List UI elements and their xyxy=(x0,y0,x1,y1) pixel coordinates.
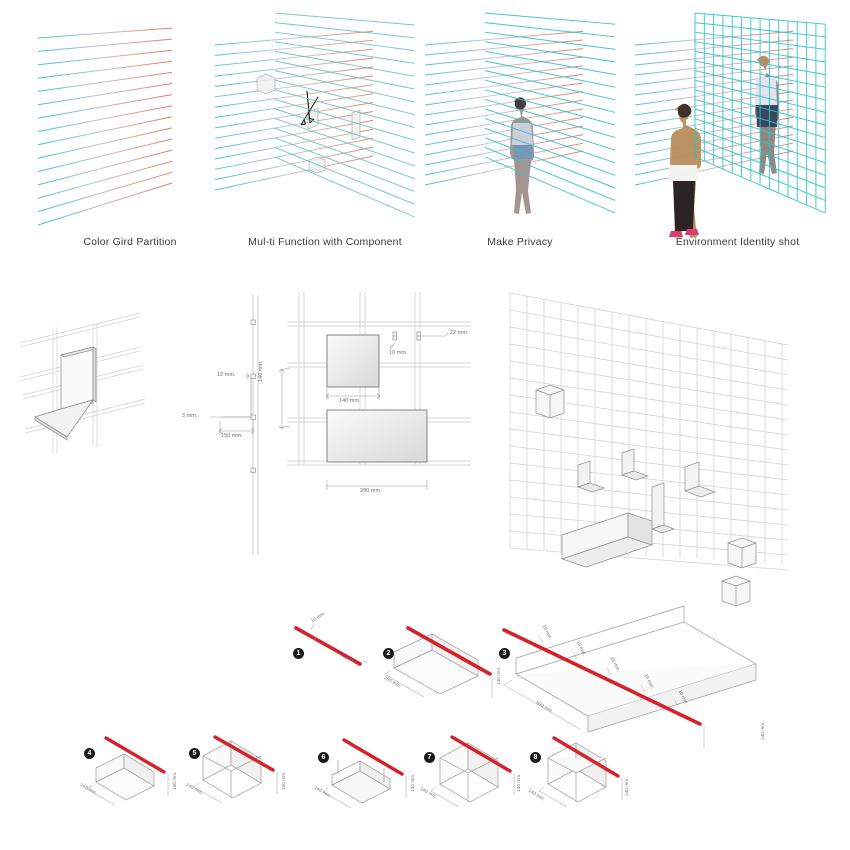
bracket-iso-detail xyxy=(15,312,185,470)
box5-red-bar xyxy=(213,735,275,772)
bracket-vertical-plate xyxy=(60,346,97,410)
shelf-dims xyxy=(383,670,493,698)
panel-multi-function xyxy=(214,5,415,235)
panel-4-caption: Environment Identity shot xyxy=(675,236,800,248)
cube8-red-bar xyxy=(552,736,620,778)
plan-drawing: 22 mm. 10 mm. 140 mm. 290 mm. xyxy=(285,290,475,555)
bullet-7: 7 xyxy=(424,752,435,763)
bullet-2: 2 xyxy=(383,648,394,659)
dim-label-290mm: 290 mm. xyxy=(360,488,382,494)
panel-make-privacy xyxy=(424,5,625,235)
component-long-shelf xyxy=(378,618,508,713)
shelf-red-bar xyxy=(406,626,492,676)
clip-symbols xyxy=(392,331,421,341)
component-tray-shelf xyxy=(312,730,424,817)
rod-red-bar xyxy=(294,626,362,666)
dim-line-290-plan xyxy=(326,480,428,490)
dim-line-150 xyxy=(218,419,255,435)
cube7-red-bar xyxy=(450,735,512,773)
figure-photographer xyxy=(669,103,701,238)
shelf4-dims xyxy=(86,774,169,806)
plate-rect-290 xyxy=(326,409,428,463)
leader-12mm xyxy=(245,372,250,380)
leader-22mm xyxy=(421,331,449,337)
bullet-8: 8 xyxy=(530,752,541,763)
dim-label-140mm-vertical: 140 mm. xyxy=(258,360,264,382)
bracket-base-plate xyxy=(34,399,94,441)
shelf4-red-bar xyxy=(104,736,166,774)
dim-label-3-140mm: 140 mm. xyxy=(760,721,765,740)
tray6-red-bar xyxy=(342,738,404,776)
dim-line-140-vertical xyxy=(278,367,291,430)
wall-components xyxy=(535,384,757,607)
component-open-box xyxy=(183,728,298,815)
panel-2-caption: Mul-ti Function with Component xyxy=(248,236,402,248)
dim-label-150mm: 150 mm. xyxy=(221,433,243,439)
bullet-1: 1 xyxy=(293,648,304,659)
panel-color-grid-partition xyxy=(30,20,230,250)
long-shelf-red-bar xyxy=(502,628,702,726)
tray6-body xyxy=(331,760,391,804)
long-shelf-body xyxy=(515,605,757,733)
background-rails xyxy=(19,312,146,453)
cube7-body xyxy=(439,742,499,803)
panel-environment-identity xyxy=(634,5,835,238)
leader-10mm xyxy=(389,341,396,350)
bullet-3: 3 xyxy=(499,648,510,659)
bullet-5: 5 xyxy=(189,748,200,759)
rod-dim-leaders xyxy=(310,622,368,664)
grid-panel-1-graphic xyxy=(37,27,173,226)
dim-label-5-height: 140 mm. xyxy=(281,771,286,790)
component-cube-closed xyxy=(524,726,642,817)
dim-label-3mm: 3 mm. xyxy=(182,413,198,419)
component-boxes xyxy=(256,73,361,174)
dim-label-4-height: 140 mm. xyxy=(172,771,177,790)
box5-body xyxy=(202,740,262,799)
bracket-profile xyxy=(222,376,252,418)
post-lines xyxy=(252,295,259,555)
shelf4-body xyxy=(95,753,155,801)
panel-1-caption: Color Gird Partition xyxy=(83,236,177,248)
elevation-drawing: 12 mm. 3 mm. 150 mm. 140 mm. xyxy=(182,290,291,565)
large-grid-wall-perspective xyxy=(470,285,790,630)
grid-panel-3-graphic xyxy=(424,12,616,214)
cube8-dims xyxy=(538,778,623,808)
dim-line-140-plan xyxy=(325,388,381,400)
component-small-shelf xyxy=(78,730,188,815)
component-rod xyxy=(288,615,388,680)
tray6-dims xyxy=(322,776,407,809)
dim-label-140mm-plan: 140 mm. xyxy=(339,398,361,404)
grid-panel-2-graphic xyxy=(214,12,415,218)
panel-3-caption: Make Privacy xyxy=(487,236,553,248)
component-cube-open xyxy=(418,728,533,817)
dim-label-7-height: 140 mm. xyxy=(516,773,521,792)
long-shelf-tick-leaders xyxy=(538,635,680,709)
dim-label-6-height: 140 mm. xyxy=(410,773,415,792)
dim-label-12mm: 12 mm. xyxy=(217,372,236,378)
dim-label-10mm: 10 mm. xyxy=(389,350,408,356)
dim-label-22mm: 22 mm. xyxy=(450,330,469,336)
box5-dims xyxy=(193,772,278,804)
dim-label-8-height: 140 mm. xyxy=(624,777,629,796)
bullet-4: 4 xyxy=(84,748,95,759)
long-shelf-base-dims xyxy=(503,679,705,748)
bullet-6: 6 xyxy=(318,752,329,763)
grid-panel-4-graphic xyxy=(634,12,826,238)
component-extra-long-shelf xyxy=(494,605,784,748)
cube7-dims xyxy=(430,773,515,808)
plate-square-140 xyxy=(326,334,380,388)
